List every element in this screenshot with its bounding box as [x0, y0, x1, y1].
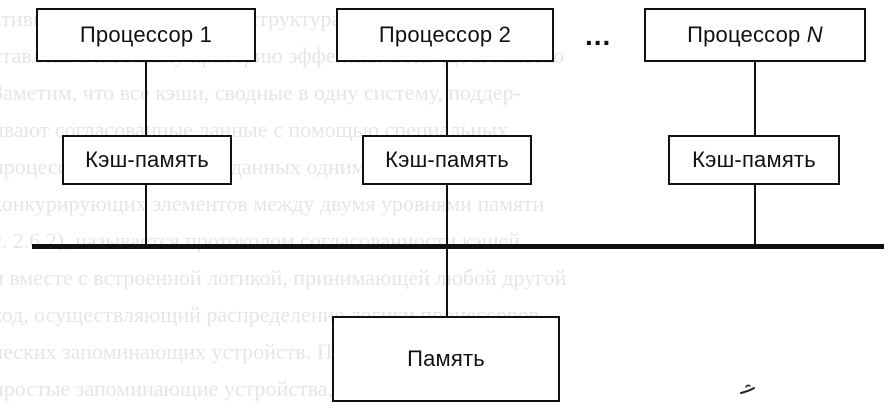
cache-2-label: Кэш-память	[385, 147, 509, 172]
cache-1-box: Кэш-память	[62, 135, 232, 185]
system-bus	[32, 244, 884, 249]
cache-1-label: Кэш-память	[85, 147, 209, 172]
cache-n-label: Кэш-память	[692, 147, 816, 172]
cache-2-box: Кэш-память	[362, 135, 532, 185]
processor-2-label: Процессор 2	[378, 22, 512, 47]
memory-box: Память	[332, 316, 560, 402]
processor-n-prefix: Процессор	[687, 22, 807, 47]
connector-cache-1-bus	[145, 185, 147, 245]
connector-processor-2-cache	[446, 62, 448, 135]
processor-1-box: Процессор 1	[36, 8, 256, 62]
connector-processor-n-cache	[754, 62, 756, 135]
connector-processor-1-cache	[145, 62, 147, 135]
connector-cache-2-bus	[446, 185, 448, 245]
processor-n-label: Процессор N	[687, 22, 823, 48]
memory-label: Память	[407, 346, 485, 371]
connector-bus-memory	[446, 248, 448, 316]
processor-2-box: Процессор 2	[336, 8, 554, 62]
cache-n-box: Кэш-память	[668, 135, 840, 185]
processor-1-label: Процессор 1	[79, 22, 213, 47]
connector-cache-n-bus	[754, 185, 756, 245]
processor-n-box: Процессор N	[644, 8, 866, 62]
processor-ellipsis: ...	[585, 20, 612, 51]
stray-mark	[740, 384, 755, 394]
processor-n-suffix: N	[806, 22, 823, 47]
